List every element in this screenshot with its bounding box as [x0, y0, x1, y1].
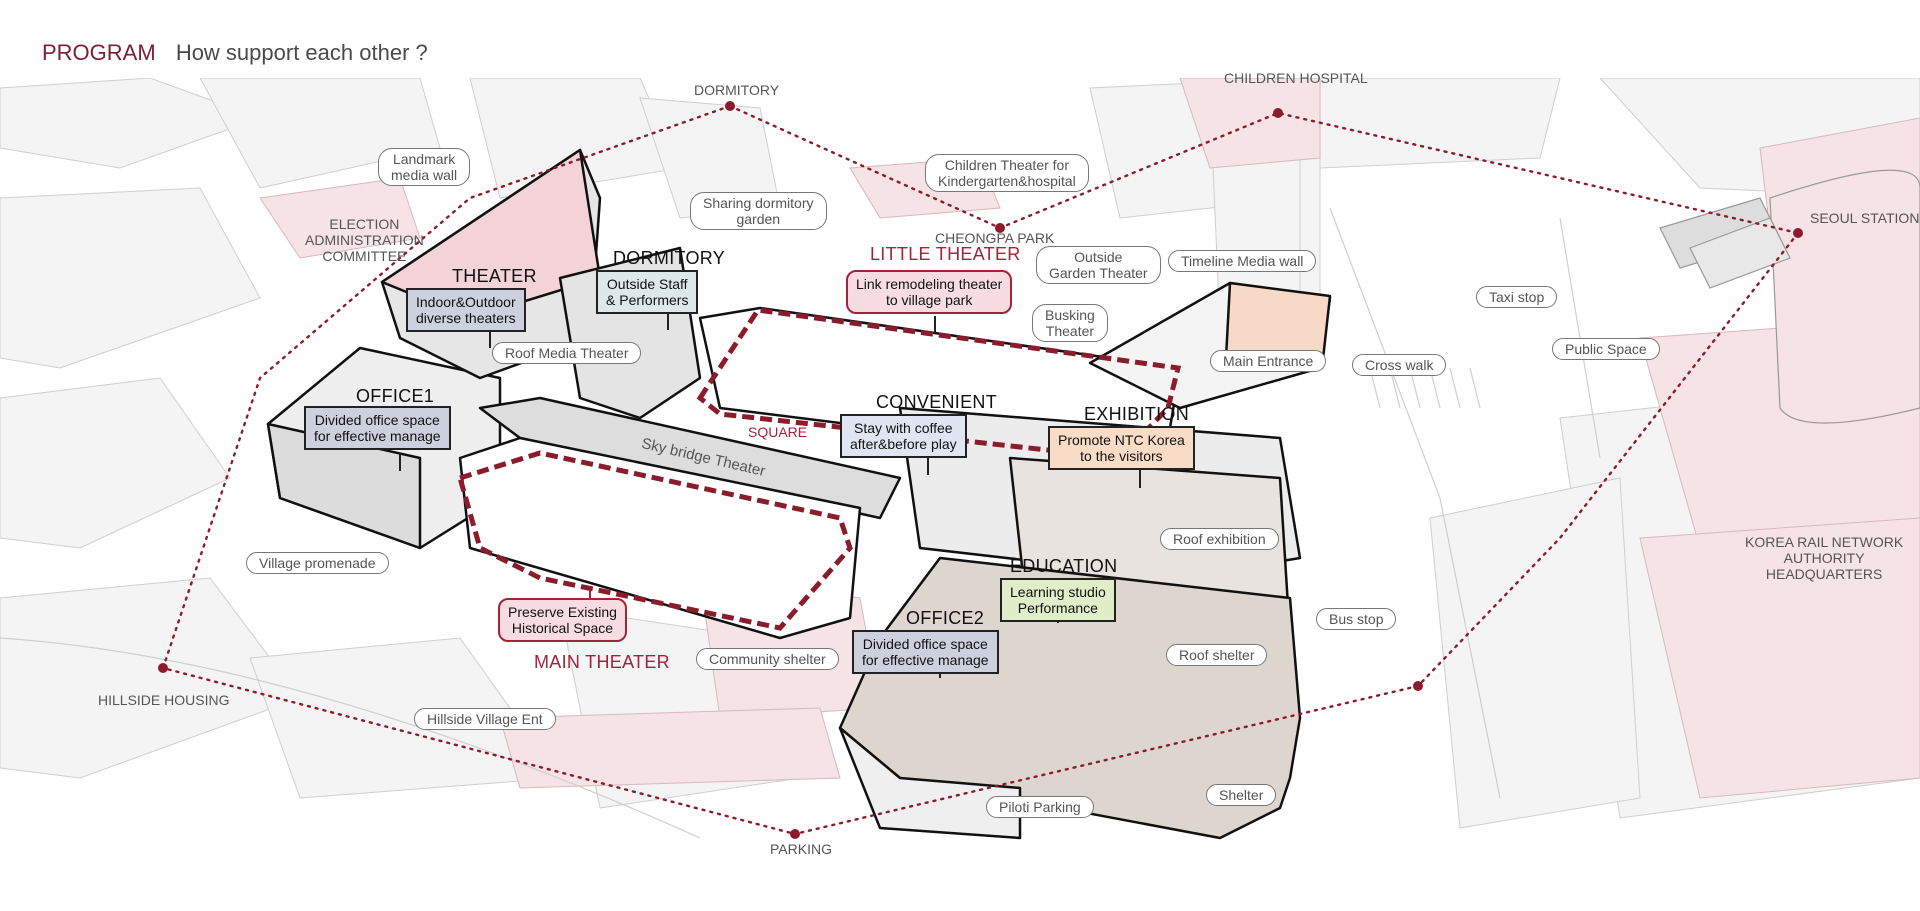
program-office2-desc: Divided office space for effective manag… [852, 630, 999, 674]
program-main-theater-title: MAIN THEATER [534, 652, 670, 672]
program-office1-desc: Divided office space for effective manag… [304, 406, 451, 450]
title-subtitle: How support each other ? [175, 40, 428, 65]
dotted-context-lines [161, 104, 1800, 836]
program-main-theater-desc: Preserve Existing Historical Space [498, 598, 627, 642]
pill-busking-theater: Busking Theater [1032, 304, 1108, 342]
context-hillside-housing: HILLSIDE HOUSING [98, 692, 230, 708]
program-office2-title: OFFICE2 [906, 608, 985, 628]
pill-public-space: Public Space [1552, 338, 1660, 360]
pill-shelter: Shelter [1206, 784, 1277, 806]
pill-community-shelter: Community shelter [696, 648, 839, 670]
page-title: PROGRAM How support each other ? [42, 40, 428, 66]
program-education-title: EDUCATION [1010, 556, 1118, 576]
pill-roof-exhibition: Roof exhibition [1160, 528, 1279, 550]
context-children-hospital: CHILDREN HOSPITAL [1224, 70, 1368, 86]
title-program: PROGRAM [42, 40, 156, 65]
roads [0, 207, 1601, 839]
program-theater-desc: Indoor&Outdoor diverse theaters [406, 288, 526, 332]
program-exhibition-desc: Promote NTC Korea to the visitors [1048, 426, 1195, 470]
program-theater-title: THEATER [452, 266, 537, 286]
context-dormitory: DORMITORY [694, 82, 780, 98]
pill-piloti-parking: Piloti Parking [986, 796, 1094, 818]
program-little-theater-desc: Link remodeling theater to village park [846, 270, 1013, 314]
program-dormitory-title: DORMITORY [613, 248, 726, 268]
pill-outside-garden-theater: Outside Garden Theater [1036, 246, 1161, 284]
program-convenient-title: CONVENIENT [876, 392, 998, 412]
pill-landmark-media-wall: Landmark media wall [378, 148, 471, 186]
pill-village-promenade: Village promenade [246, 552, 389, 574]
context-korea-rail: KOREA RAIL NETWORK AUTHORITY HEADQUARTER… [1745, 534, 1904, 582]
program-exhibition-title: EXHIBITION [1084, 404, 1190, 424]
program-dormitory-desc: Outside Staff & Performers [596, 270, 699, 314]
program-convenient-desc: Stay with coffee after&before play [840, 414, 967, 458]
pill-taxi-stop: Taxi stop [1476, 286, 1558, 308]
pill-roof-shelter: Roof shelter [1166, 644, 1268, 666]
pill-roof-media-theater: Roof Media Theater [492, 342, 642, 364]
seoul-station-building [1659, 169, 1920, 424]
main-theater-outline [456, 450, 853, 631]
program-square-label: SQUARE [748, 424, 808, 440]
pill-main-entrance: Main Entrance [1210, 350, 1327, 372]
diagram-drawing [0, 78, 1920, 840]
program-diagram: DORMITORY CHILDREN HOSPITAL SEOUL STATIO… [0, 70, 1920, 874]
program-education-desc: Learning studio Performance [1000, 578, 1116, 622]
pill-cross-walk: Cross walk [1352, 354, 1447, 376]
pill-bus-stop: Bus stop [1316, 608, 1397, 630]
program-office1-title: OFFICE1 [356, 386, 435, 406]
context-election-committee: ELECTION ADMINISTRATION COMMITTEE [305, 216, 424, 264]
context-dots [158, 101, 1803, 839]
context-parking: PARKING [770, 841, 832, 857]
context-cheongpa-park: CHEONGPA PARK [935, 230, 1055, 246]
pill-sharing-dormitory: Sharing dormitory garden [690, 192, 827, 230]
program-little-theater-title: LITTLE THEATER [870, 244, 1021, 264]
pill-timeline-media-wall: Timeline Media wall [1168, 250, 1317, 272]
pill-hillside-village-ent: Hillside Village Ent [414, 708, 556, 730]
context-seoul-station: SEOUL STATION [1810, 210, 1920, 226]
pill-children-theater: Children Theater for Kindergarten&hospit… [925, 154, 1089, 192]
